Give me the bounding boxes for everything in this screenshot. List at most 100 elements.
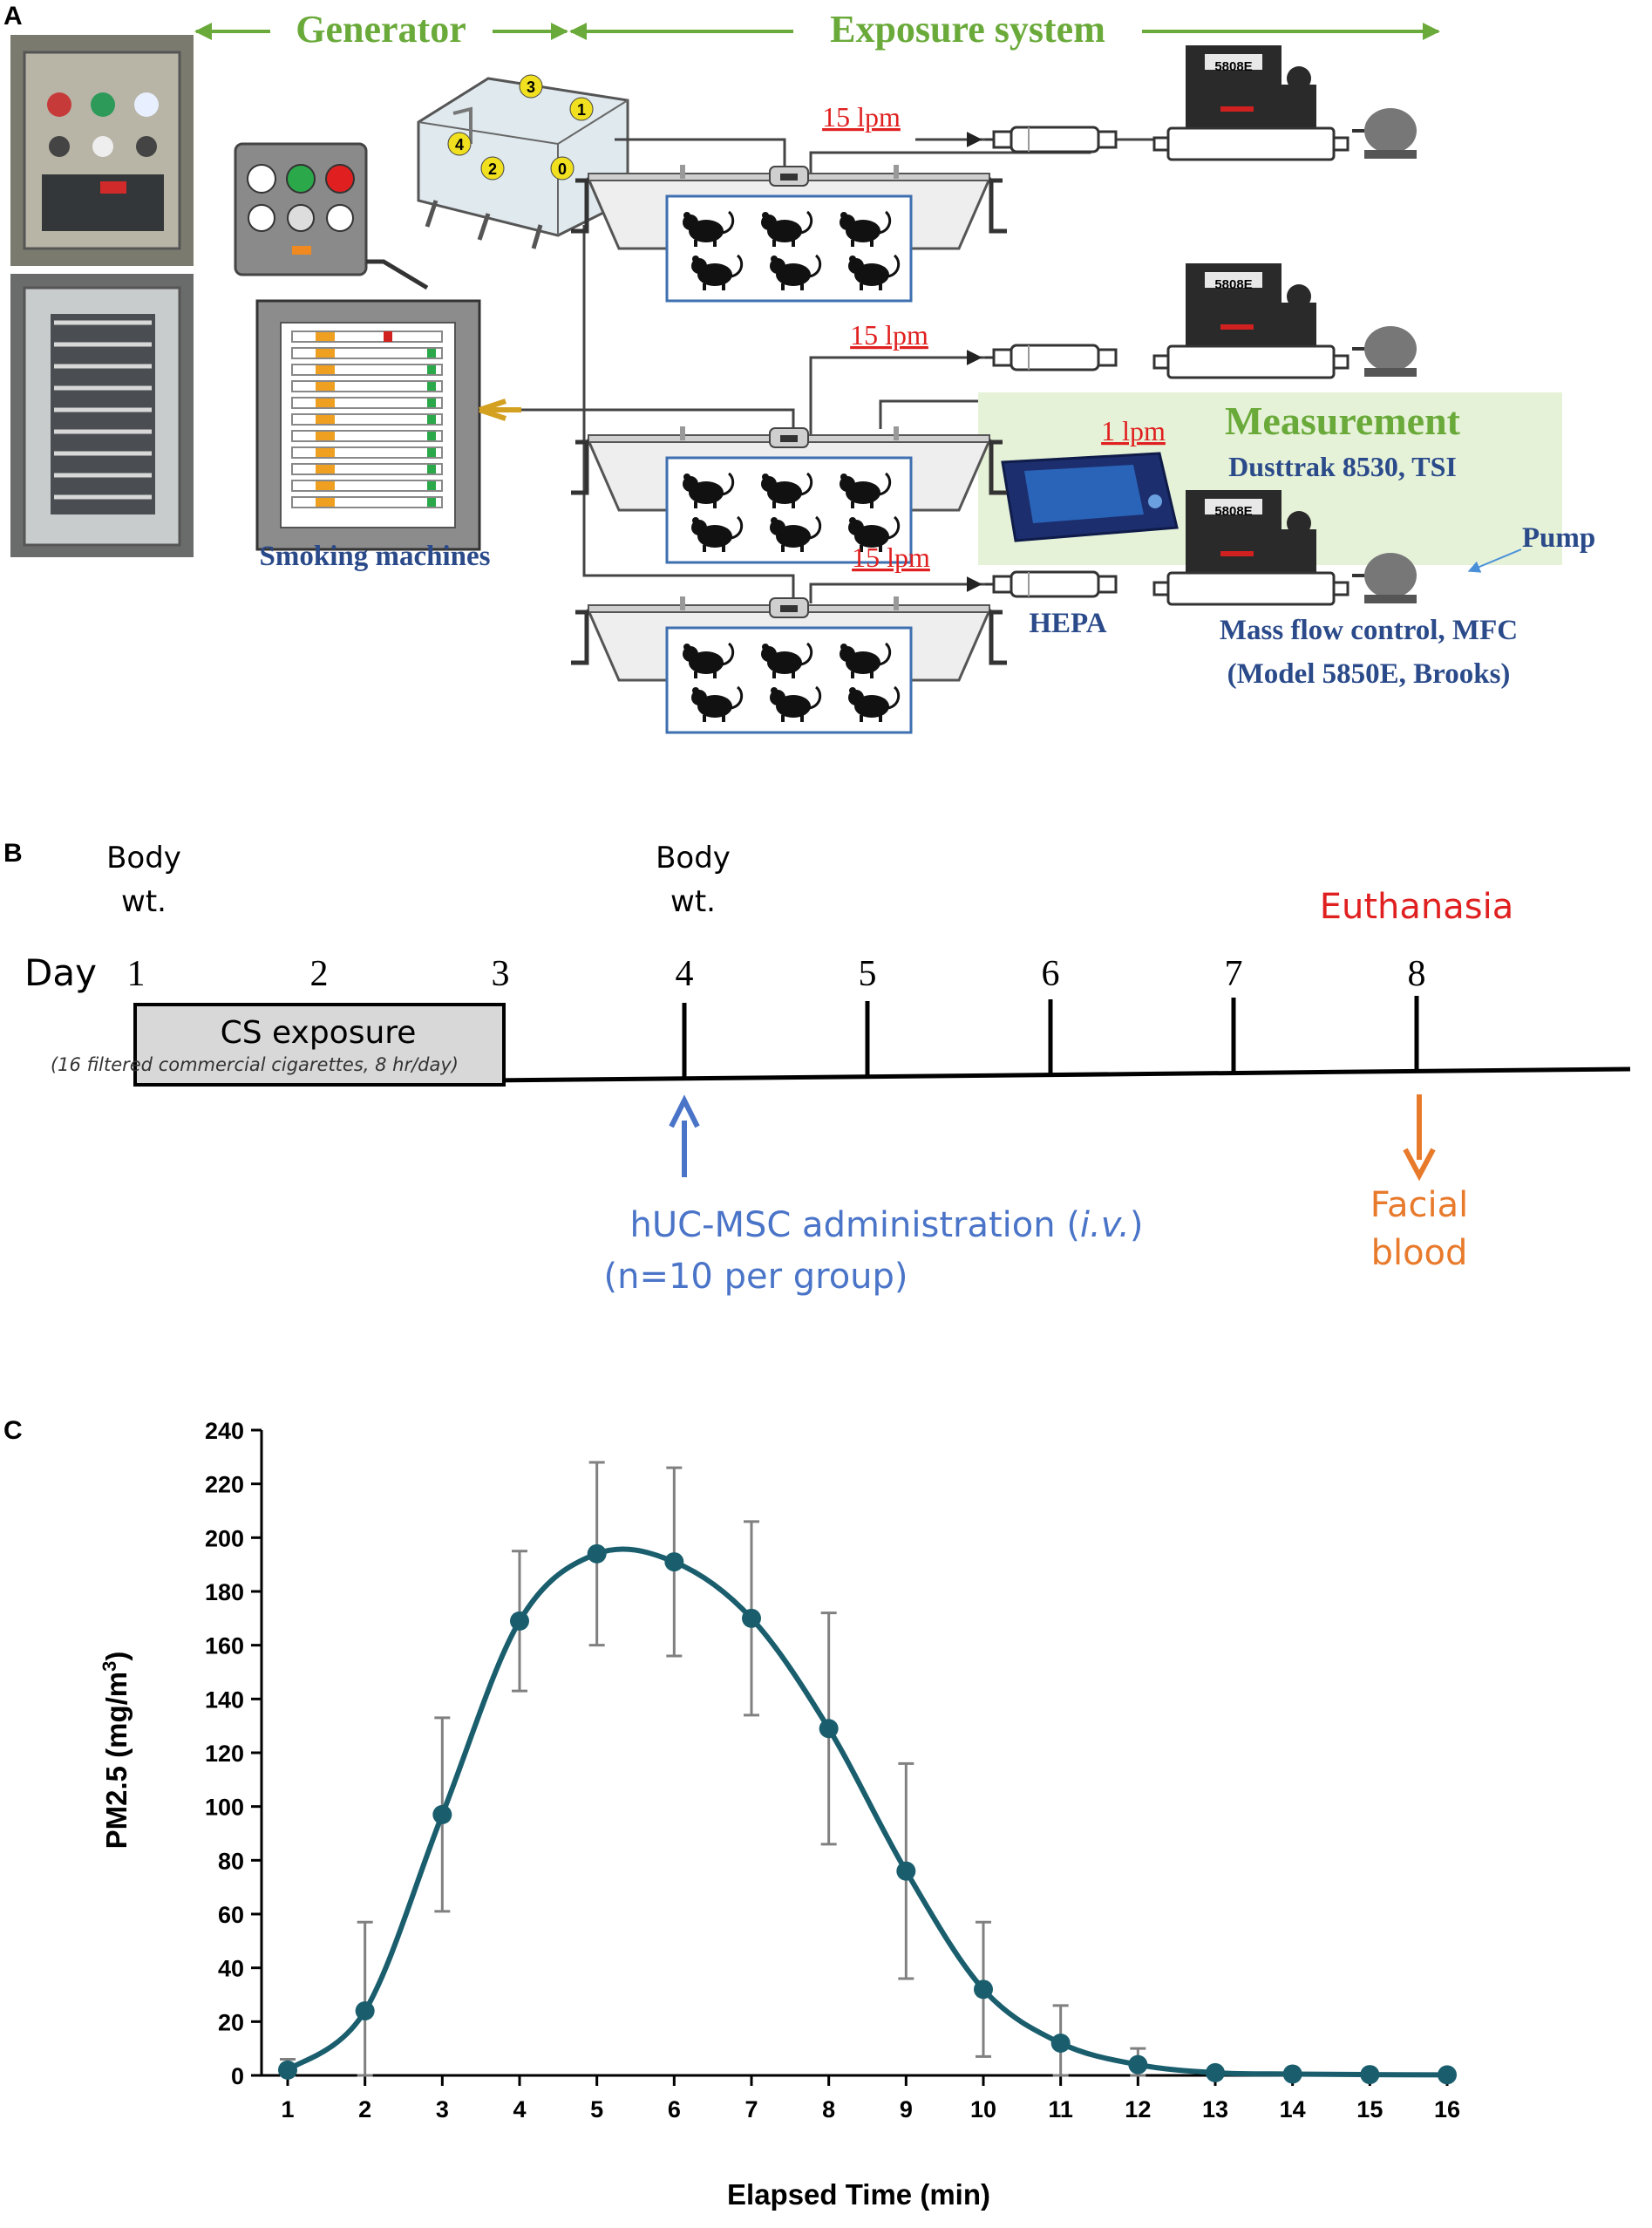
x-tick-label: 14: [1280, 2096, 1306, 2122]
y-tick-label: 160: [205, 1633, 244, 1659]
data-point: [432, 1804, 452, 1824]
panel-b: B Body wt. Body wt. Euthanasia Day 1 2 3…: [3, 839, 1631, 1297]
data-point: [819, 1719, 839, 1739]
x-tick-label: 15: [1356, 2096, 1383, 2122]
pump-top: [1350, 106, 1418, 160]
day-number: 1: [127, 954, 146, 994]
chamber-number-badges: 3 1 4 2 0: [447, 74, 594, 181]
data-point: [355, 2001, 375, 2020]
y-tick-label: 120: [205, 1741, 244, 1767]
x-tick-label: 4: [513, 2096, 526, 2122]
chamber-number: 2: [488, 160, 497, 178]
y-tick-label: 40: [218, 1956, 244, 1982]
y-tick-label: 20: [218, 2009, 244, 2035]
x-tick-label: 9: [900, 2096, 913, 2122]
cs-exposure-label: CS exposure: [221, 1015, 417, 1051]
generator-photo-top: [10, 35, 194, 266]
chamber-number: 0: [558, 160, 567, 178]
data-point: [1206, 2062, 1225, 2082]
data-point: [1438, 2065, 1457, 2085]
exposure-chamber-bottom: [571, 596, 1007, 732]
day-ticks: [682, 996, 1419, 1080]
x-tick-label: 16: [1434, 2096, 1460, 2122]
hepa-filter-top: [983, 126, 1118, 153]
body-wt-1-line1: Body: [106, 841, 181, 876]
body-wt-2-line2: wt.: [670, 884, 716, 919]
panel-a-label: A: [3, 2, 23, 31]
mfc-label-line2: (Model 5850E, Brooks): [1227, 658, 1511, 690]
y-tick-label: 80: [218, 1848, 244, 1874]
dusttrak-device: [1001, 452, 1179, 542]
flow-label-sample: 1 lpm: [1101, 415, 1166, 446]
y-tick-label: 180: [205, 1579, 244, 1605]
flow-label-mid: 15 lpm: [850, 319, 928, 351]
facial-blood-arrow: [1403, 1094, 1436, 1182]
x-tick-label: 10: [970, 2096, 996, 2122]
data-point: [587, 1543, 607, 1564]
x-axis-title: Elapsed Time (min): [727, 2178, 990, 2211]
day-number: 2: [310, 954, 329, 994]
data-point: [510, 1611, 529, 1631]
huc-group-size-label: (n=10 per group): [603, 1257, 908, 1297]
data-point: [896, 1861, 916, 1881]
hepa-label: HEPA: [1029, 608, 1106, 639]
chamber-number: 1: [577, 101, 586, 119]
facial-blood-line1: Facial: [1370, 1185, 1469, 1225]
cs-exposure-detail: (16 filtered commercial cigarettes, 8 hr…: [51, 1054, 459, 1075]
y-tick-label: 100: [205, 1795, 244, 1821]
chamber-number: 3: [527, 78, 535, 96]
exposure-header-bg: [793, 9, 1142, 52]
facial-blood-line2: blood: [1371, 1233, 1468, 1273]
mixing-chamber: [417, 77, 629, 249]
data-point: [974, 1979, 993, 2000]
panel-a: A Generator Exposure system: [3, 2, 1595, 732]
x-tick-label: 8: [822, 2096, 835, 2122]
hepa-filter-mid: [983, 344, 1118, 371]
day-number: 6: [1042, 954, 1060, 994]
x-tick-label: 12: [1125, 2096, 1151, 2122]
exposure-chamber-middle: [571, 426, 1007, 562]
huc-arrow: [669, 1094, 700, 1177]
generator-photo-bottom: [10, 274, 194, 557]
x-tick-label: 5: [590, 2096, 603, 2122]
exposure-header: Exposure system: [830, 8, 1105, 51]
day-number: 3: [492, 954, 510, 994]
panel-c-label: C: [3, 1416, 23, 1445]
panel-b-label: B: [3, 839, 23, 868]
flow-label-top: 15 lpm: [822, 101, 901, 133]
body-wt-2-line1: Body: [656, 841, 731, 876]
series-line: [286, 1546, 1448, 2078]
smoking-machines-label: Smoking machines: [260, 541, 491, 572]
x-tick-label: 6: [668, 2096, 681, 2122]
pump-pointer: [1467, 548, 1522, 573]
body-wt-1-line2: wt.: [121, 884, 167, 919]
data-point: [1360, 2065, 1380, 2085]
smoking-machine: [255, 299, 521, 551]
y-tick-label: 220: [205, 1472, 244, 1498]
dusttrak-label: Dusttrak 8530, TSI: [1228, 451, 1457, 482]
chamber-number: 4: [455, 136, 464, 153]
mfc-model-label: 5808E: [1214, 277, 1252, 292]
x-tick-label: 11: [1048, 2096, 1073, 2122]
y-tick-label: 140: [205, 1686, 244, 1713]
hepa-filter-bottom: [983, 570, 1118, 598]
day-number: 7: [1225, 954, 1243, 994]
euthanasia-label: Euthanasia: [1320, 887, 1514, 927]
mfc-model-label: 5808E: [1214, 59, 1252, 74]
day-numbers: 1 2 3 4 5 6 7 8: [127, 954, 1426, 994]
flow-label-bottom: 15 lpm: [852, 542, 930, 573]
data-point: [664, 1552, 684, 1572]
x-tick-label: 7: [744, 2096, 758, 2122]
day-number: 8: [1408, 954, 1426, 994]
y-tick-label: 60: [218, 1902, 244, 1928]
generator-header: Generator: [296, 8, 466, 51]
x-tick-label: 2: [358, 2096, 371, 2122]
mfc-model-label: 5808E: [1214, 504, 1252, 519]
data-point: [1282, 2064, 1302, 2084]
data-point: [278, 2060, 297, 2080]
y-tick-label: 240: [205, 1418, 244, 1444]
exposure-chamber-top: [571, 165, 1007, 301]
